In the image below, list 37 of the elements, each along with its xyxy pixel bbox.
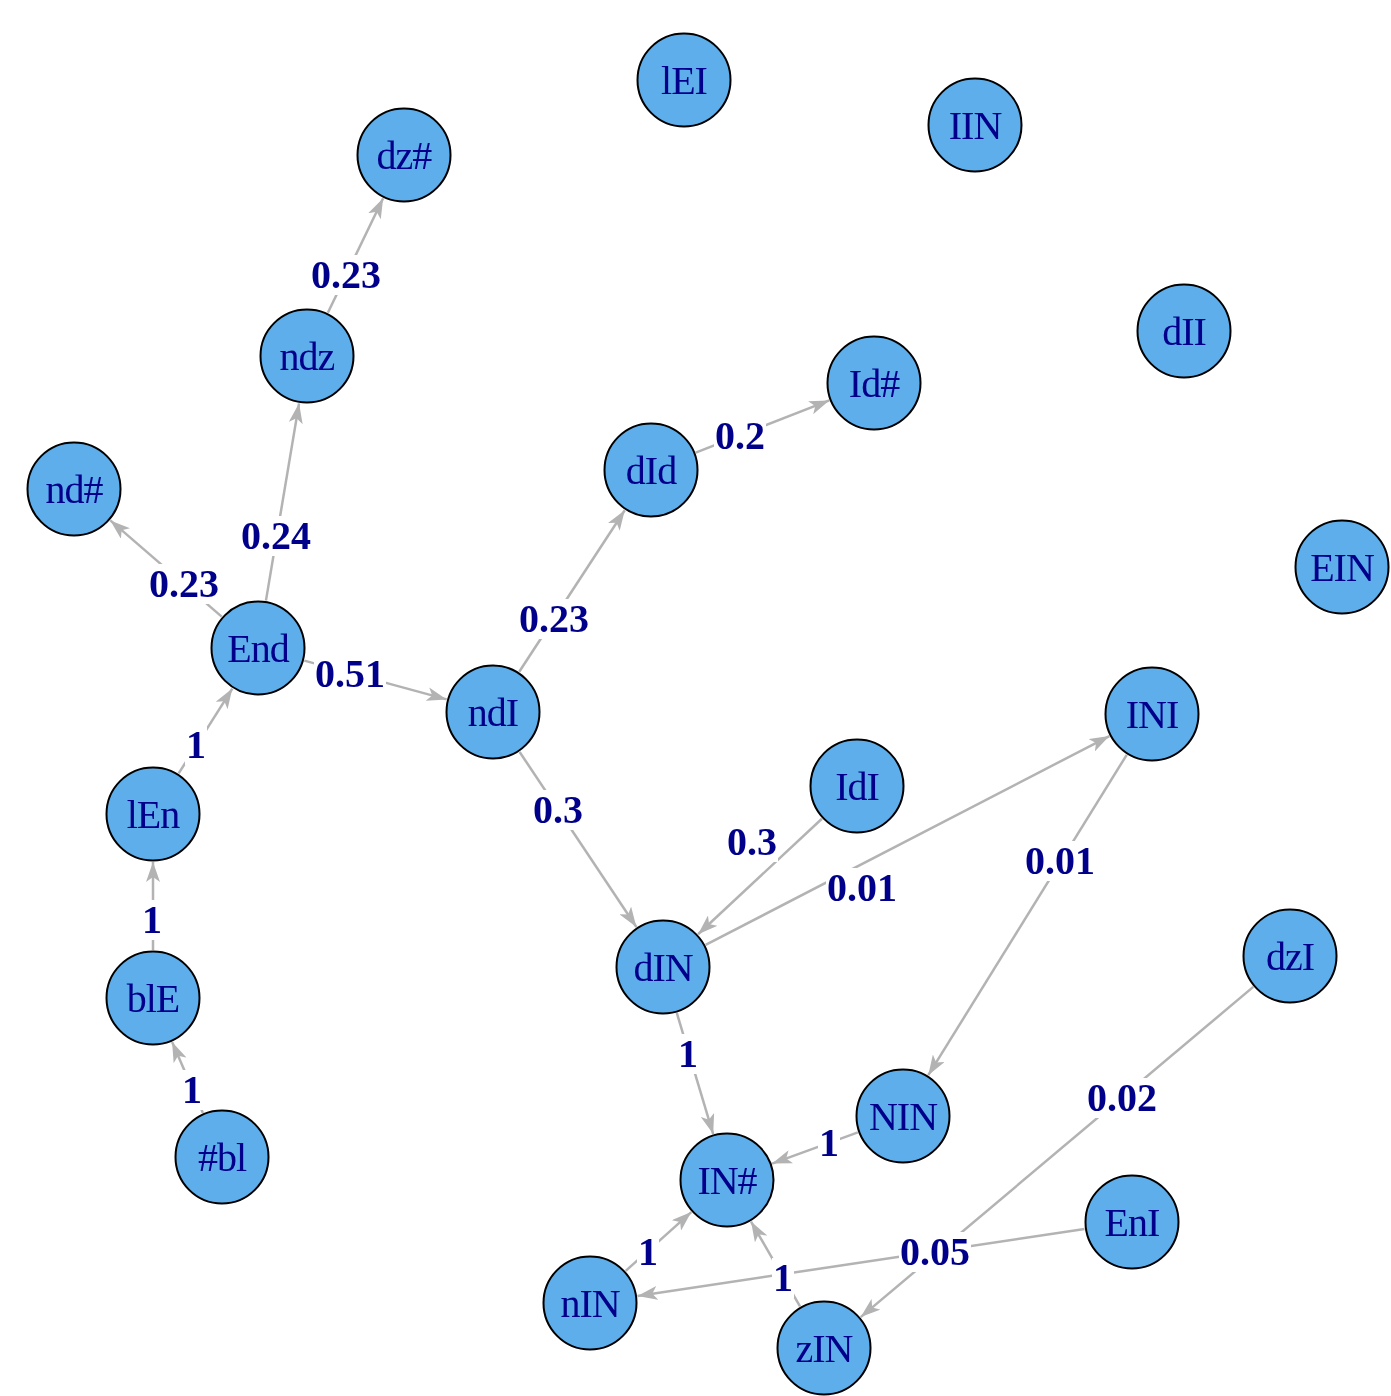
edge-label: 0.23: [148, 564, 220, 604]
node-label: nd#: [45, 465, 103, 513]
node-label: INI: [1125, 690, 1179, 738]
node-label: dII: [1162, 307, 1206, 355]
edge-label: 0.23: [310, 255, 382, 295]
node-label: blE: [126, 974, 180, 1022]
edge-label: 1: [185, 725, 207, 765]
node-label: End: [227, 624, 289, 672]
node-label: IIN: [948, 101, 1002, 149]
edge-label: 1: [181, 1070, 203, 1110]
node-label: EIN: [1310, 543, 1374, 591]
node-label: NIN: [868, 1092, 938, 1140]
node-label: nIN: [560, 1279, 620, 1327]
node-label: ndz: [279, 332, 335, 380]
node-label: dIN: [633, 943, 693, 991]
arrow: [705, 734, 1110, 947]
arrow: [927, 754, 1128, 1076]
node-label: IN#: [697, 1156, 757, 1204]
node-label: Id#: [848, 359, 900, 407]
edge-label: 0.05: [899, 1232, 971, 1272]
node-label: ndI: [467, 688, 519, 736]
edge-label: 0.01: [1024, 841, 1096, 881]
node-label: dzI: [1265, 932, 1315, 980]
node-label: dId: [625, 446, 677, 494]
arrow: [697, 817, 823, 936]
edge-label: 0.02: [1086, 1078, 1158, 1118]
edge-label: 1: [772, 1258, 794, 1298]
edge-label: 0.3: [532, 790, 584, 830]
node-label: lEn: [126, 790, 180, 838]
node-label: lEI: [661, 56, 707, 104]
edge-label: 0.23: [518, 599, 590, 639]
node-label: IdI: [835, 762, 879, 810]
node-label: zIN: [795, 1324, 853, 1372]
node-label: EnI: [1104, 1198, 1160, 1246]
edge-label: 0.24: [240, 516, 312, 556]
node-label: dz#: [376, 131, 432, 179]
node-label: #bl: [197, 1133, 247, 1181]
